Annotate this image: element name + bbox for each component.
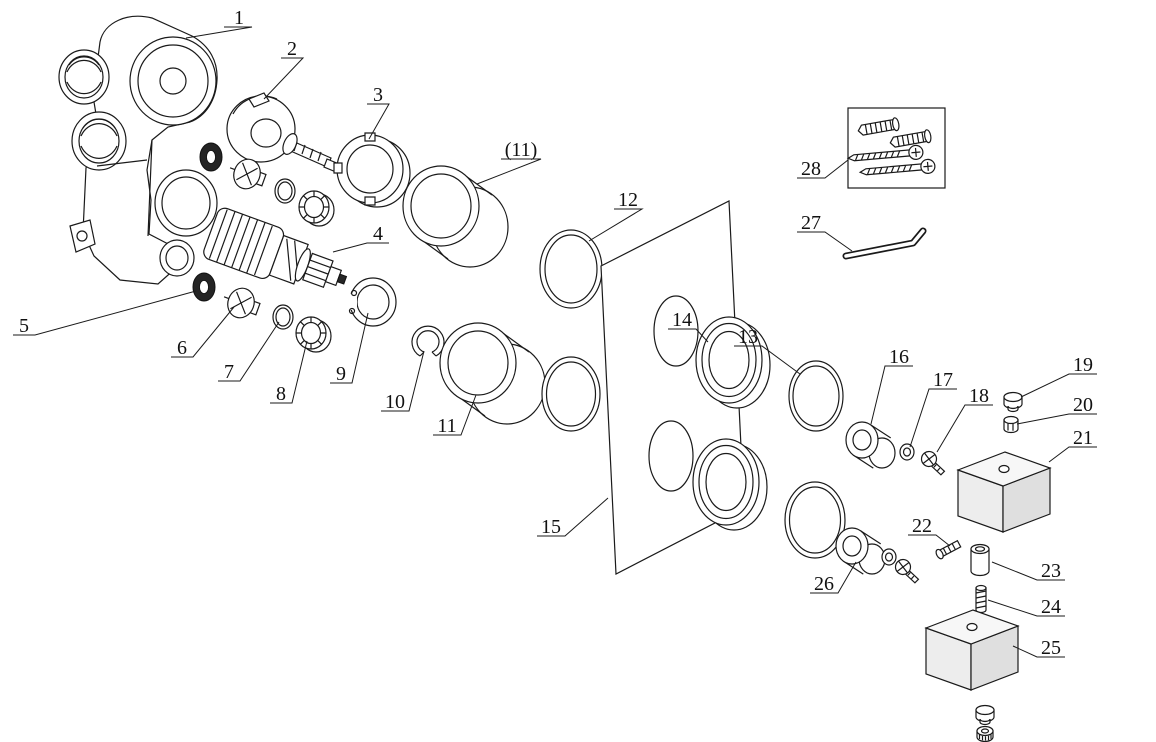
- part-label-2: 2: [287, 38, 297, 60]
- part-label-28: 28: [801, 158, 821, 180]
- leader-line-9: [330, 312, 369, 384]
- part-label-18: 18: [969, 385, 989, 407]
- leader-line-14: [668, 328, 709, 343]
- leader-line-12: [588, 208, 644, 242]
- part-label-9: 9: [336, 363, 346, 385]
- part-label-21: 21: [1073, 427, 1093, 449]
- part-label-16: 16: [889, 346, 909, 368]
- part-28-fixing-kit: [846, 107, 946, 189]
- part-22-grub-screw: [935, 539, 962, 560]
- part-label-12: 12: [618, 189, 638, 211]
- part-label-10: 10: [385, 391, 405, 413]
- leader-line-4: [332, 242, 389, 253]
- part-25-cube-handle-bottom: [925, 609, 1019, 691]
- leader-line-8: [270, 340, 308, 404]
- leader-line-17: [909, 388, 957, 448]
- part-12-oring-lower: [541, 356, 601, 432]
- part-label-14: 14: [672, 309, 692, 331]
- part-2-cartridge: [226, 92, 340, 173]
- leader-line-16: [870, 365, 913, 425]
- leader-line-15: [537, 497, 609, 537]
- part-4-thermostatic-cartridge: [203, 207, 348, 289]
- part-label-23: 23: [1041, 560, 1061, 582]
- wall-plug-icon: [856, 116, 933, 150]
- part-7-oring: [272, 304, 294, 330]
- part-label-(11): (11): [505, 139, 538, 161]
- leader-line-24: [987, 599, 1065, 617]
- leader-line-13: [734, 345, 801, 375]
- part-23-extension-bush: [970, 543, 990, 577]
- part-1-valve-body: [58, 15, 218, 285]
- leader-line-3: [367, 103, 390, 140]
- part-13-oring-top: [788, 360, 844, 432]
- part-label-5: 5: [19, 315, 29, 337]
- leader-line-5: [13, 290, 197, 336]
- part-27-hex-key: [842, 227, 927, 260]
- leader-line-25: [1012, 645, 1065, 658]
- leader-line-27: [797, 231, 853, 252]
- part-label-4: 4: [373, 223, 383, 245]
- part-label-22: 22: [912, 515, 932, 537]
- leader-line-(11): [476, 158, 542, 185]
- part-label-13: 13: [738, 326, 758, 348]
- part-label-3: 3: [373, 84, 383, 106]
- screw-bottom: [893, 557, 922, 584]
- part-20-set-screw: [1003, 415, 1019, 434]
- cap-bottom: [975, 704, 995, 726]
- leader-line-11: [433, 394, 477, 436]
- leader-line-20: [1016, 413, 1097, 425]
- part-label-27: 27: [801, 212, 821, 234]
- part-label-19: 19: [1073, 354, 1093, 376]
- leader-line-6: [171, 306, 235, 358]
- part-9-snap-ring: [344, 277, 397, 327]
- leader-line-1: [185, 26, 253, 39]
- part-18-screw-top: [919, 449, 948, 476]
- part-10-retaining-clip: [411, 325, 445, 357]
- part-26-handle-adapter-bottom: [835, 527, 886, 575]
- part-label-24: 24: [1041, 596, 1061, 618]
- fixing-screw-icon: [846, 144, 937, 180]
- leader-line-28: [797, 159, 849, 179]
- leader-line-21: [1048, 446, 1097, 463]
- part-label-20: 20: [1073, 394, 1093, 416]
- nut-bottom: [976, 725, 994, 742]
- leader-line-10: [381, 350, 425, 412]
- leader-line-22: [908, 534, 951, 547]
- leader-line-19: [1020, 373, 1097, 398]
- callout-layer: 123(11)122827456789101114131617181920211…: [13, 7, 1097, 659]
- leader-line-23: [991, 561, 1065, 581]
- leader-line-18: [936, 404, 993, 453]
- part-label-7: 7: [224, 361, 234, 383]
- part-8-plug: [295, 316, 332, 353]
- leader-line-2: [263, 57, 305, 100]
- part-label-25: 25: [1041, 637, 1061, 659]
- part-label-15: 15: [541, 516, 561, 538]
- part-17-washer-top: [899, 443, 915, 461]
- part-16-handle-adapter-top: [845, 421, 896, 469]
- part-11-sleeve-upper: [402, 165, 509, 268]
- part-13-oring-bottom: [784, 481, 846, 559]
- part-11-sleeve-lower: [439, 322, 546, 425]
- part-21-cube-handle-top: [957, 451, 1051, 533]
- part-label-26: 26: [814, 573, 834, 595]
- part-12-oring: [539, 229, 603, 309]
- part-label-6: 6: [177, 337, 187, 359]
- part-label-11: 11: [437, 415, 456, 437]
- washer-bottom: [881, 548, 897, 566]
- leader-line-26: [810, 561, 857, 594]
- part-24-threaded-stud: [975, 584, 987, 614]
- leader-line-7: [218, 321, 280, 382]
- part-label-1: 1: [234, 7, 244, 29]
- part-5-oring-seal: [192, 272, 216, 302]
- part-19-cap: [1003, 391, 1023, 413]
- part-3-lock-ring: [333, 132, 411, 208]
- part-label-17: 17: [933, 369, 953, 391]
- part-label-8: 8: [276, 383, 286, 405]
